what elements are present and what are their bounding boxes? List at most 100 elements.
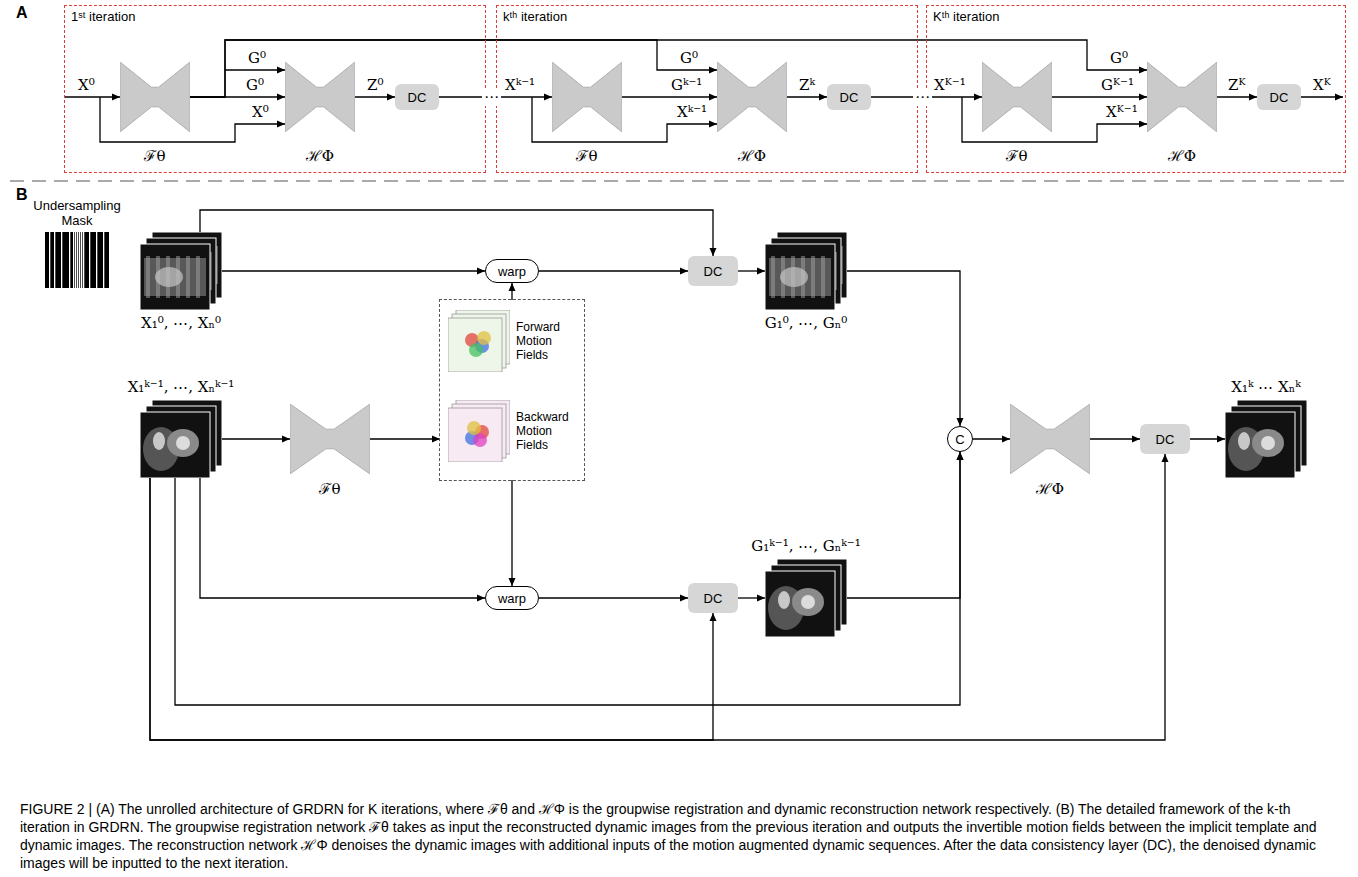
signal-label: Zᵏ	[797, 76, 817, 94]
motion-field-image	[448, 310, 510, 372]
image-streak	[821, 256, 825, 298]
image-ventricle	[176, 436, 190, 450]
bowtie-network	[552, 62, 622, 132]
net-node: ℋΦ	[285, 62, 355, 167]
arrowhead	[1217, 436, 1225, 443]
mask-image	[45, 232, 109, 288]
panel-letter: B	[14, 186, 30, 204]
connector-line	[847, 452, 960, 598]
arrowhead	[509, 283, 516, 291]
network-shape	[285, 62, 355, 132]
connector	[973, 436, 1010, 443]
signal-label: Xᴷ⁻¹	[1104, 103, 1140, 121]
connector	[200, 478, 485, 602]
mask-line	[75, 232, 76, 288]
dc-label: DC	[840, 90, 859, 105]
arrowhead	[277, 94, 285, 101]
arrowhead	[1139, 94, 1147, 101]
signal-label: Gᴷ⁻¹	[1099, 76, 1136, 94]
image-blob	[780, 267, 808, 287]
dc-node: DC	[1140, 424, 1190, 454]
arrowhead	[819, 94, 827, 101]
connector	[509, 480, 516, 586]
image-streak	[186, 256, 190, 298]
net-node: ℋΦ	[717, 62, 787, 167]
arrowhead	[432, 436, 440, 443]
network-label: ℱθ	[1006, 147, 1027, 165]
dc-label: DC	[1270, 90, 1289, 105]
connector-line	[225, 69, 285, 70]
arrowhead	[1132, 436, 1140, 443]
signal-label: G⁰	[678, 49, 700, 67]
arrowhead	[957, 418, 964, 426]
network-label: ℱθ	[576, 147, 597, 165]
mask-line	[49, 232, 50, 288]
signal-label: G⁰	[246, 49, 268, 67]
connector-line	[200, 478, 485, 598]
motion-label: Backward Motion Fields	[516, 410, 578, 452]
arrowhead	[112, 94, 120, 101]
net-node: ℋΦ	[1147, 62, 1217, 167]
stack-node: X₁ᵏ⁻¹, ⋯, Xₙᵏ⁻¹	[140, 400, 222, 478]
warp-node: warp	[485, 259, 539, 283]
connector-line	[539, 597, 688, 598]
network-label: ℱθ	[319, 480, 340, 498]
connector-line	[222, 270, 485, 271]
ellipsis: ⋯	[482, 88, 501, 106]
bowtie-network	[982, 62, 1052, 132]
motion-blob	[467, 421, 481, 435]
image-streak	[146, 256, 150, 298]
figure-caption: FIGURE 2 | (A) The unrolled architecture…	[20, 800, 1338, 872]
warp-label: warp	[498, 591, 526, 606]
motion-frame	[448, 408, 502, 462]
image-streak	[771, 256, 775, 298]
arrowhead	[277, 67, 285, 74]
arrowhead	[387, 94, 395, 101]
arrowhead	[1335, 94, 1343, 101]
arrowhead	[1139, 121, 1147, 128]
connector-line	[190, 40, 717, 97]
signal-label: Xᵏ⁻¹	[675, 103, 709, 121]
network-shape	[1147, 62, 1217, 132]
image-tissue	[1252, 429, 1284, 457]
bowtie-network	[120, 62, 190, 132]
connector	[222, 268, 485, 275]
signal-label: Xᵏ⁻¹	[503, 76, 537, 94]
arrowhead	[277, 121, 285, 128]
connector	[539, 595, 688, 602]
connector	[150, 454, 1169, 740]
dc-node: DC	[395, 84, 439, 110]
connector	[622, 94, 717, 101]
sequence-label: X₁⁰, ⋯, Xₙ⁰	[141, 314, 221, 332]
network-shape	[120, 62, 190, 132]
mask-line	[54, 232, 55, 288]
arrowhead	[710, 248, 717, 256]
dc-node: DC	[688, 583, 738, 613]
image-frame	[765, 244, 835, 310]
image-tissue	[792, 588, 824, 616]
mask-line	[61, 232, 62, 288]
connector	[1090, 436, 1140, 443]
image-frame	[140, 412, 210, 478]
connector-line	[200, 210, 713, 256]
image-frame	[140, 244, 210, 310]
arrowhead	[709, 121, 717, 128]
connector	[509, 283, 516, 300]
warp-label: warp	[498, 264, 526, 279]
net-node: ℱθ	[120, 62, 190, 167]
connector-line	[539, 270, 688, 271]
dc-node: DC	[688, 256, 738, 286]
dc-label: DC	[704, 264, 723, 279]
arrowhead	[1249, 94, 1257, 101]
ellipsis: ⋯	[913, 88, 932, 106]
stack-node: X₁⁰, ⋯, Xₙ⁰	[140, 232, 222, 310]
connector-line	[622, 96, 717, 97]
image-stack	[140, 232, 222, 310]
sequence-label: X₁ᵏ⁻¹, ⋯, Xₙᵏ⁻¹	[128, 378, 235, 396]
connector	[1052, 94, 1147, 101]
panel-separator	[10, 180, 1350, 181]
arrowhead	[509, 578, 516, 586]
mask-line	[81, 232, 82, 288]
network-label: ℋΦ	[306, 147, 334, 165]
